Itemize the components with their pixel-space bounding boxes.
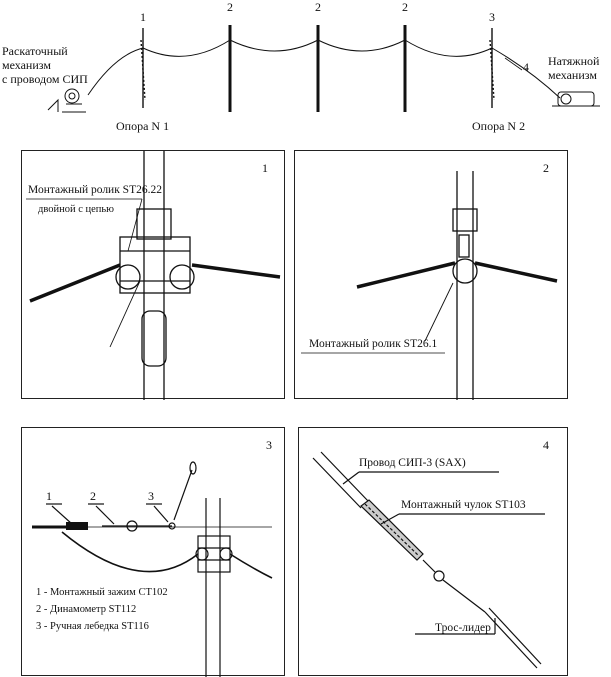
callout-4: 4 bbox=[523, 60, 529, 74]
panel-double-roller: 1 Монтажный ролик ST26.22 двойной с цепь… bbox=[21, 150, 285, 400]
pole-1 bbox=[140, 28, 146, 108]
panel1-label-line1: Монтажный ролик ST26.22 bbox=[28, 184, 162, 196]
panel-pulling-stocking: 4 Провод СИП-3 (SAX) Монтажный чулок ST1… bbox=[298, 427, 568, 676]
support-number-2a: 2 bbox=[227, 0, 233, 14]
panel-single-roller: 2 Монтажный ролик ST26.1 bbox=[294, 150, 568, 400]
support-number-2b: 2 bbox=[315, 0, 321, 14]
tension-label-line1: Натяжной bbox=[548, 54, 600, 68]
support-number-2c: 2 bbox=[402, 0, 408, 14]
double-roller-drawing bbox=[26, 151, 281, 400]
panel3-callout-1: 1 bbox=[46, 489, 52, 503]
support-right-label: Опора N 2 bbox=[472, 119, 526, 133]
panel2-number: 2 bbox=[543, 161, 549, 175]
support-number-3: 3 bbox=[489, 10, 495, 24]
cable-span bbox=[87, 39, 561, 99]
panel4-label-wire: Провод СИП-3 (SAX) bbox=[359, 457, 466, 469]
panel3-legend: 1 - Монтажный зажим СТ102 2 - Динамометр… bbox=[36, 584, 168, 635]
unwinder-label-line3: с проводом СИП bbox=[2, 72, 88, 86]
tension-drum bbox=[552, 91, 600, 107]
unwinder-drum bbox=[47, 88, 86, 113]
unwinder-label-line1: Раскаточный bbox=[2, 44, 68, 58]
pole-3 bbox=[489, 28, 495, 108]
tension-label-line2: механизм bbox=[548, 68, 597, 82]
panel2-label: Монтажный ролик ST26.1 bbox=[309, 338, 438, 350]
unwinder-label-line2: механизм bbox=[2, 58, 51, 72]
tensioning-drawing bbox=[32, 461, 273, 677]
single-roller-drawing bbox=[301, 171, 558, 400]
panel3-callout-3: 3 bbox=[148, 489, 154, 503]
legend-item-clamp: 1 - Монтажный зажим СТ102 bbox=[36, 587, 168, 598]
panel3-callout-2: 2 bbox=[90, 489, 96, 503]
callout-4-leader bbox=[504, 57, 523, 71]
tension-label: Натяжной механизм bbox=[548, 54, 599, 82]
support-number-1: 1 bbox=[140, 10, 146, 24]
panel4-label-stocking: Монтажный чулок ST103 bbox=[401, 499, 526, 511]
pulling-stocking-drawing bbox=[312, 451, 545, 669]
panel1-number: 1 bbox=[262, 161, 268, 175]
panel1-label-line2: двойной с цепью bbox=[38, 204, 115, 215]
panel-tensioning: 3 1 2 3 1 - Монтажный зажим СТ102 2 - Ди… bbox=[21, 427, 285, 677]
overview-drawing bbox=[47, 25, 600, 113]
unwinder-label: Раскаточный механизм с проводом СИП bbox=[2, 44, 88, 86]
legend-item-dynamometer: 2 - Динамометр ST112 bbox=[36, 604, 137, 615]
panel3-number: 3 bbox=[266, 438, 272, 452]
panel4-number: 4 bbox=[543, 438, 549, 452]
panel4-label-rope: Трос-лидер bbox=[435, 622, 491, 634]
legend-item-winch: 3 - Ручная лебедка ST116 bbox=[36, 621, 149, 632]
support-left-label: Опора N 1 bbox=[116, 119, 170, 133]
